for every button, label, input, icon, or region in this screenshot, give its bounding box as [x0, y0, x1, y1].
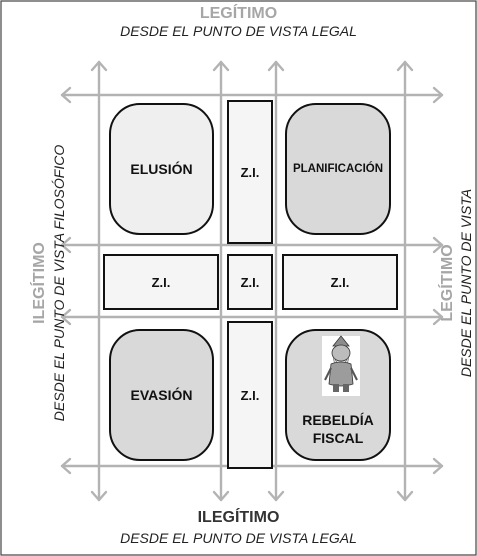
zi-top-label: Z.I. — [240, 164, 260, 180]
arrow-grid — [60, 60, 444, 502]
bottom-subtitle: DESDE EL PUNTO DE VISTA LEGAL — [120, 530, 357, 546]
rebeldia-label-line2: FISCAL — [312, 430, 364, 446]
planificacion-label: PLANIFICACIÓN — [292, 163, 384, 175]
zi-center-label: Z.I. — [240, 274, 260, 290]
rebeldia-label-line1: REBELDÍA — [302, 412, 374, 428]
top-title: LEGÍTIMO — [199, 5, 278, 22]
elusion-box — [109, 103, 214, 235]
gnome-figure-icon — [322, 335, 360, 396]
zi-bottom-rect — [227, 321, 273, 469]
zi-mid-right-label: Z.I. — [330, 274, 350, 290]
planificacion-box — [285, 103, 391, 235]
evasion-box — [109, 329, 214, 461]
bottom-title: ILEGÍTIMO — [197, 509, 280, 526]
zi-mid-left-rect — [103, 254, 219, 310]
evasion-label: EVASIÓN — [130, 387, 193, 403]
zi-mid-left-label: Z.I. — [151, 274, 171, 290]
zi-center-rect — [227, 254, 273, 310]
top-subtitle: DESDE EL PUNTO DE VISTA LEGAL — [120, 23, 357, 39]
left-title: ILEGÍTIMO — [31, 242, 48, 324]
left-subtitle: DESDE EL PUNTO DE VISTA FILOSÓFICO — [51, 144, 67, 422]
elusion-label: ELUSIÓN — [130, 161, 193, 177]
zi-top-rect — [227, 100, 273, 244]
zi-mid-right-rect — [282, 254, 398, 310]
right-title: LEGÍTIMO — [439, 244, 456, 322]
right-subtitle: DESDE EL PUNTO DE VISTA — [458, 188, 474, 378]
zi-bottom-label: Z.I. — [240, 387, 260, 403]
